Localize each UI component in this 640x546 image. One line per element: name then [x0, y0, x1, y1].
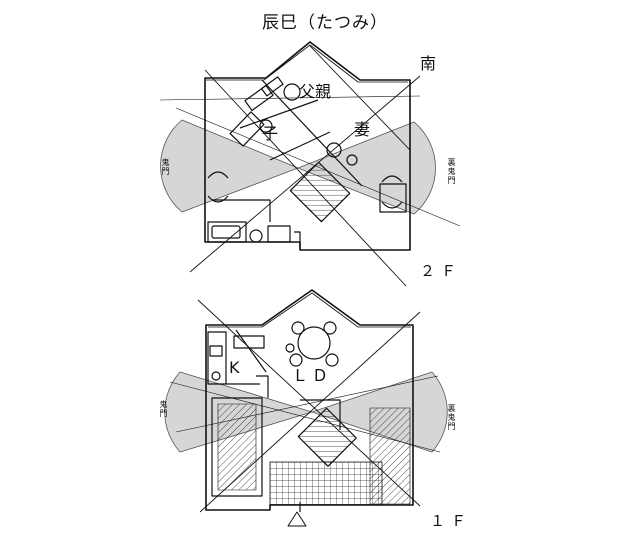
deck-right — [369, 407, 411, 505]
south-direction-label: 南 — [420, 54, 437, 73]
gate-label-left-lower: 鬼門 — [159, 400, 168, 418]
gate-label-left-upper: 鬼門 — [161, 158, 170, 176]
lower-floor-plan — [164, 289, 448, 527]
upper-floor-outline — [204, 41, 411, 251]
gate-label-right-upper: 裏鬼門 — [447, 158, 456, 185]
upper-floor-plan — [159, 41, 461, 287]
floor-label-1f: １Ｆ — [430, 512, 473, 530]
room-label-living-dining: ＬＤ — [292, 366, 333, 385]
diagram-title: 辰巳（たつみ） — [262, 13, 388, 33]
upper-bath — [207, 221, 247, 243]
gate-sector-left-upper — [160, 119, 299, 213]
lower-floor-outline — [205, 289, 414, 511]
kitchen-counter — [207, 331, 227, 385]
gate-sector-right-upper — [297, 121, 436, 215]
lower-staircase — [297, 407, 357, 467]
gate-label-right-lower: 裏鬼門 — [447, 404, 456, 431]
floor-label-2f: ２Ｆ — [420, 262, 463, 280]
entrance-triangle — [287, 511, 307, 527]
deck-hatched — [269, 461, 383, 506]
dining-table — [297, 326, 331, 360]
room-label-child: 子 — [262, 124, 279, 143]
room-label-kitchen: K — [229, 358, 240, 377]
room-label-wife: 妻 — [354, 120, 371, 139]
room-label-father: 父親 — [299, 82, 332, 101]
